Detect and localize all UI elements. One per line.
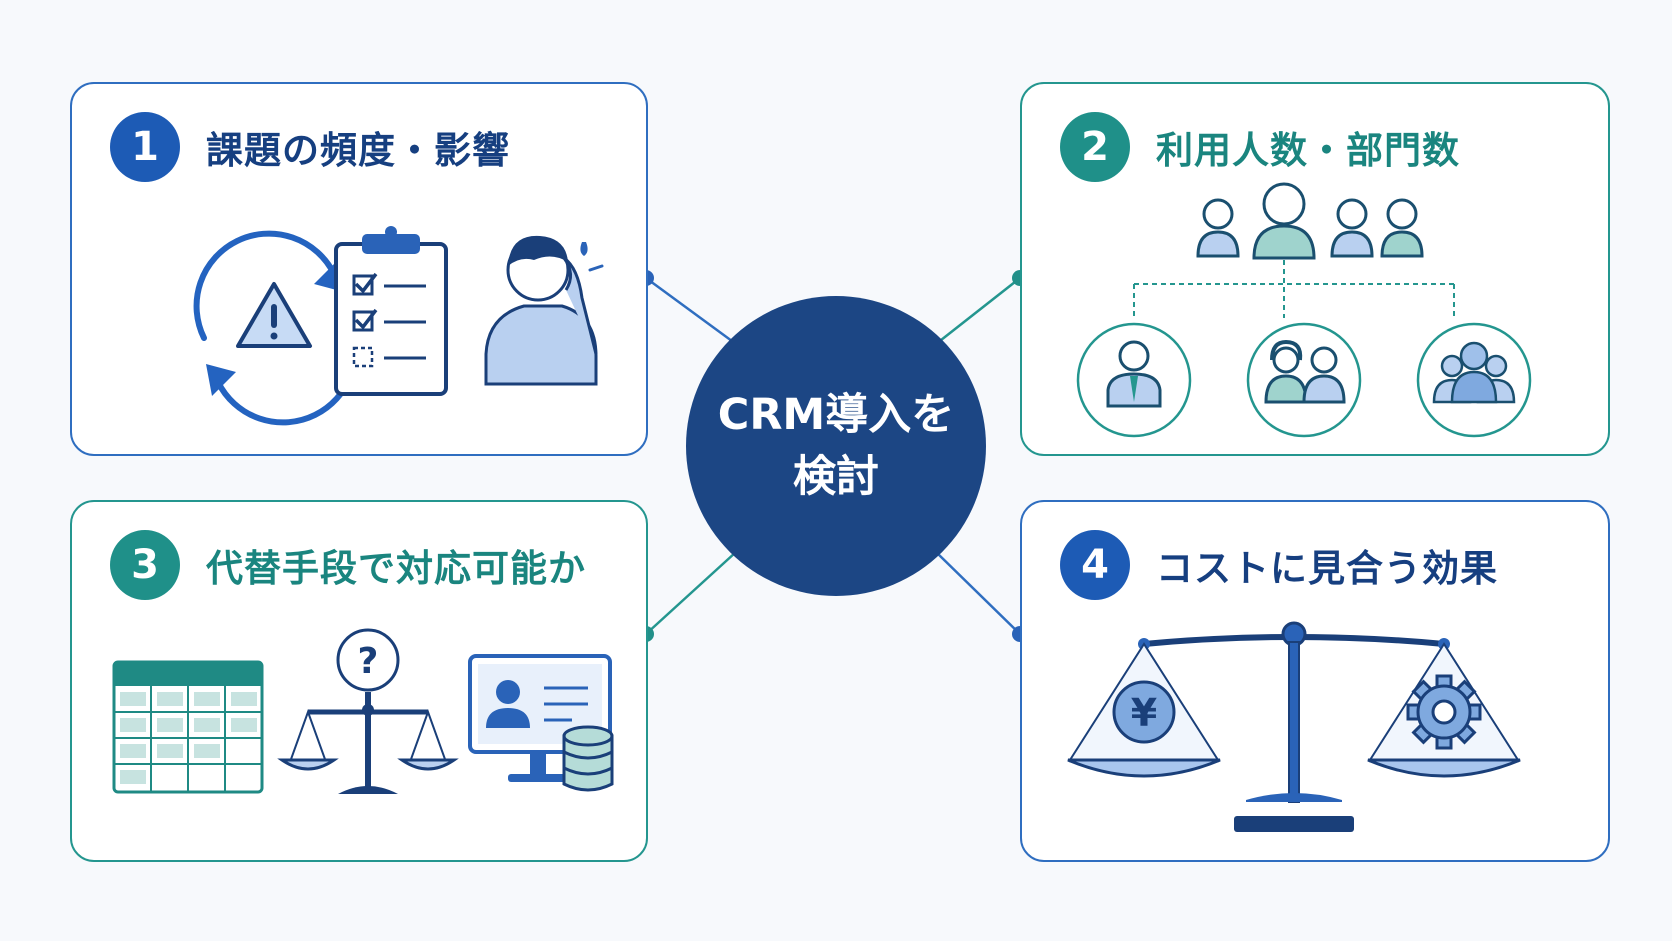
center-topic: CRM導入を 検討	[686, 296, 986, 596]
center-title-line-2: 検討	[793, 452, 879, 502]
department-icon	[1246, 322, 1362, 438]
number-badge: 2	[1060, 112, 1130, 182]
card-title: 代替手段で対応可能か	[206, 547, 586, 590]
card-cost-effectiveness: 4 コストに見合う効果 ¥	[1020, 500, 1610, 862]
worried-person-icon	[484, 235, 604, 386]
department-icon	[1076, 322, 1192, 438]
card-title: コストに見合う効果	[1156, 547, 1498, 590]
card-alternative-means: 3 代替手段で対応可能か ?	[70, 500, 648, 862]
card-header: 4 コストに見合う効果	[1060, 530, 1498, 600]
center-title-line-1: CRM導入を	[717, 389, 955, 440]
computer-database-icon	[468, 654, 614, 792]
org-connectors	[1133, 260, 1455, 318]
card-title: 利用人数・部門数	[1156, 129, 1460, 172]
spreadsheet-icon	[112, 660, 264, 794]
card-3-illustration: ?	[112, 628, 614, 794]
svg-text:?: ?	[358, 641, 379, 682]
number-badge: 4	[1060, 530, 1130, 600]
people-group-icon	[1196, 182, 1424, 260]
card-4-illustration: ¥	[1067, 621, 1521, 832]
card-users-departments: 2 利用人数・部門数	[1020, 82, 1610, 456]
department-icon	[1416, 322, 1532, 438]
yen-icon: ¥	[1112, 680, 1176, 744]
card-issue-frequency-impact: 1 課題の頻度・影響	[70, 82, 648, 456]
card-header: 2 利用人数・部門数	[1060, 112, 1460, 182]
card-header: 1 課題の頻度・影響	[110, 112, 510, 182]
checklist-icon	[334, 226, 448, 396]
card-title: 課題の頻度・影響	[206, 129, 510, 172]
question-scale-icon: ?	[277, 628, 459, 794]
card-2-illustration	[1076, 182, 1532, 438]
yen-symbol: ¥	[1131, 691, 1157, 735]
card-1-illustration	[193, 226, 604, 426]
card-header: 3 代替手段で対応可能か	[110, 530, 586, 600]
number-badge: 3	[110, 530, 180, 600]
number-badge: 1	[110, 112, 180, 182]
cycle-warning-icon	[193, 230, 359, 426]
gear-icon	[1406, 674, 1482, 750]
